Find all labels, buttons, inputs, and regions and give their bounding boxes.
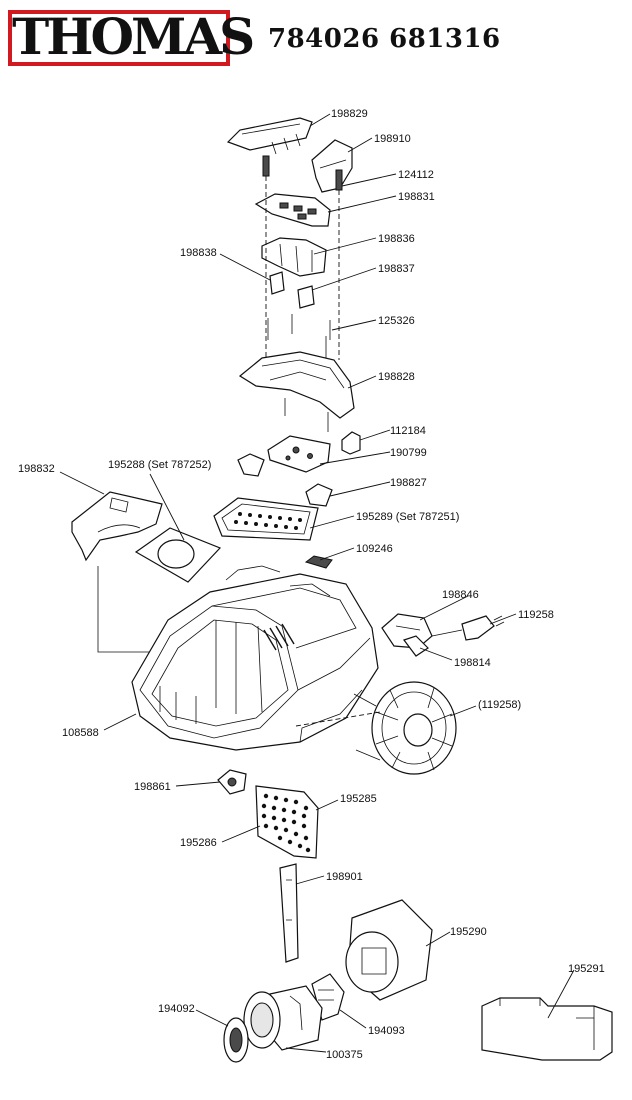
label-190799: 190799 (390, 447, 427, 459)
part-198827 (237, 453, 333, 507)
label-195291: 195291 (568, 963, 605, 975)
part-198814 (403, 635, 429, 657)
label-108588: 108588 (62, 727, 99, 739)
part-198836 (261, 237, 327, 277)
part-198828 (238, 351, 355, 432)
label-198814: 198814 (454, 657, 491, 669)
part-198837 (297, 285, 315, 309)
label-194093: 194093 (368, 1025, 405, 1037)
label-124112: 124112 (398, 169, 434, 181)
label-195289: 195289 (Set 787251) (356, 511, 459, 523)
label-198836: 198836 (378, 233, 415, 245)
part-labels: 198829 198910 124112 198831 198836 19883… (18, 108, 605, 1061)
part-195289 (213, 497, 319, 541)
part-195285 (255, 785, 319, 859)
label-198827: 198827 (390, 477, 427, 489)
label-198828: 198828 (378, 371, 415, 383)
part-195288 (134, 527, 222, 583)
part-112184 (341, 431, 361, 455)
part-100375 (243, 985, 323, 1051)
part-119258-reel (353, 681, 457, 775)
label-195288: 195288 (Set 787252) (108, 459, 211, 471)
part-198832 (71, 491, 163, 562)
label-198832: 198832 (18, 463, 55, 475)
part-194092 (223, 1017, 249, 1063)
label-198837: 198837 (378, 263, 415, 275)
part-119258 (431, 615, 505, 641)
label-195285: 195285 (340, 793, 377, 805)
part-108588 (131, 565, 379, 751)
label-112184: 112184 (390, 425, 426, 437)
label-125326: 125326 (378, 315, 415, 327)
part-198838 (269, 271, 285, 295)
part-195291 (481, 997, 613, 1061)
part-190799 (267, 435, 331, 473)
part-198910 (311, 139, 353, 193)
part-124112 (262, 155, 343, 191)
part-109246 (304, 555, 333, 569)
label-198829: 198829 (331, 108, 368, 120)
label-119258-reel: (119258) (478, 699, 521, 711)
model-numbers: 784026 681316 (268, 24, 501, 54)
label-198831: 198831 (398, 191, 435, 203)
part-195290 (345, 899, 433, 1001)
label-195286: 195286 (180, 837, 217, 849)
part-198829 (226, 117, 313, 155)
label-109246: 109246 (356, 543, 393, 555)
label-194092: 194092 (158, 1003, 195, 1015)
label-198861: 198861 (134, 781, 171, 793)
leader-lines (59, 113, 575, 1053)
label-198901: 198901 (326, 871, 363, 883)
label-195290: 195290 (450, 926, 487, 938)
part-198901 (279, 863, 299, 963)
label-100375: 100375 (326, 1049, 363, 1061)
part-198861 (217, 769, 247, 795)
label-198838: 198838 (180, 247, 217, 259)
label-119258: 119258 (518, 609, 554, 621)
label-198910: 198910 (374, 133, 411, 145)
part-198831 (254, 193, 331, 227)
part-125326 (267, 314, 331, 358)
brand-logo-frame (8, 10, 230, 66)
label-198846: 198846 (442, 589, 479, 601)
brand-logo: THOMAS (12, 7, 255, 66)
